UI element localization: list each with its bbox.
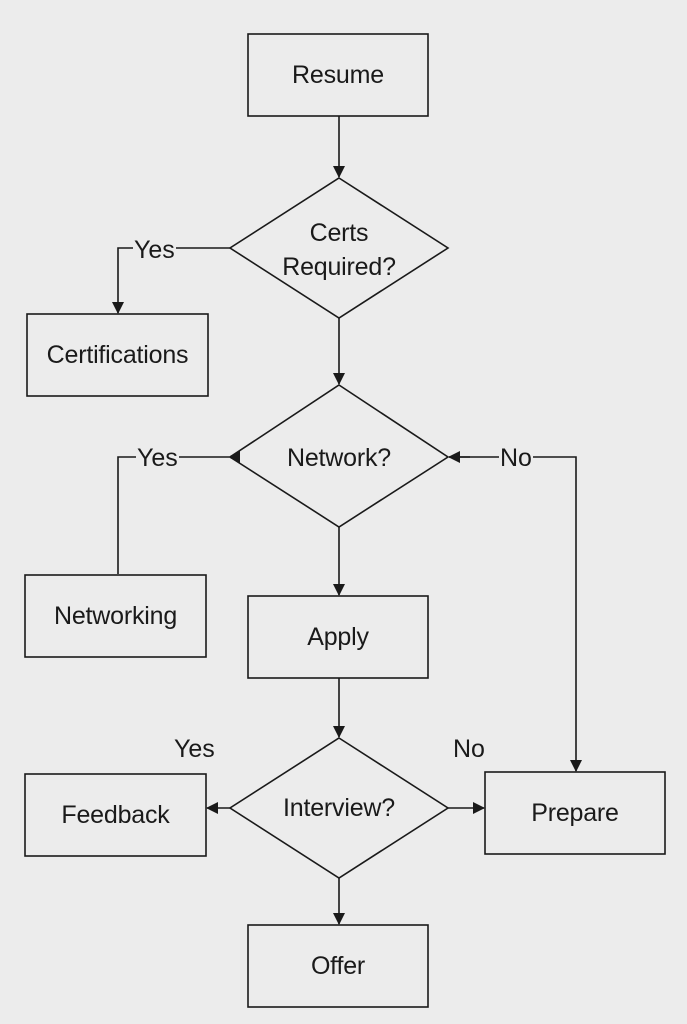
prepare-label: Prepare — [531, 799, 619, 827]
certifications-label: Certifications — [46, 341, 189, 369]
feedback-label: Feedback — [61, 801, 170, 829]
feedback-box — [24, 773, 207, 857]
resume-label: Resume — [292, 61, 384, 89]
network-yes-label: Yes — [136, 444, 179, 472]
certifications-box — [26, 313, 209, 397]
interview-yes-label: Yes — [173, 735, 216, 763]
edge-loop-to-prepare — [449, 456, 582, 772]
resume-box — [247, 33, 429, 117]
interview-label: Interview? — [283, 794, 395, 822]
certs-yes-label: Yes — [133, 236, 176, 264]
edge-certs-yes-to-certifications — [112, 247, 230, 314]
interview-no-label: No — [452, 735, 486, 763]
prepare-box — [484, 771, 666, 855]
offer-box — [247, 924, 429, 1008]
apply-box — [247, 595, 429, 679]
edge-network-yes-to-networking — [117, 451, 240, 574]
network-label: Network? — [287, 444, 391, 472]
offer-label: Offer — [310, 952, 366, 980]
networking-box — [24, 574, 207, 658]
certs-required-label: Certs Required? — [282, 219, 396, 281]
apply-label: Apply — [307, 623, 369, 651]
prepare-no-label: No — [499, 444, 533, 472]
networking-label: Networking — [53, 602, 178, 630]
